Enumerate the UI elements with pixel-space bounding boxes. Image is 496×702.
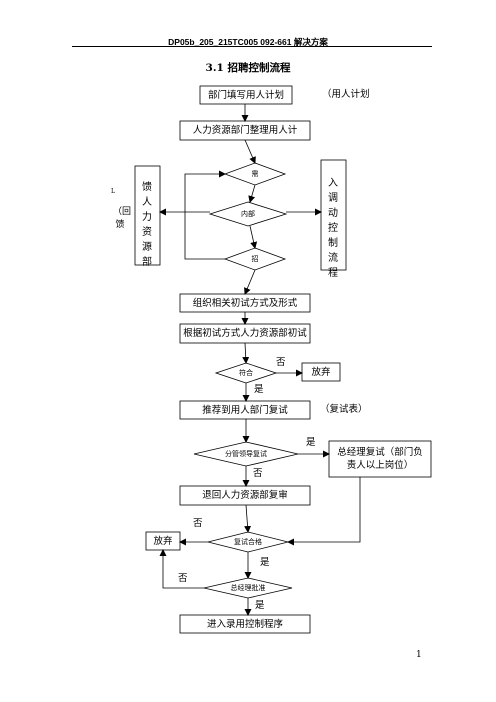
- label-yes-4: 是: [255, 600, 265, 611]
- node-hr-compile: 人力资源部门整理用人计: [192, 125, 298, 136]
- node-recruit: 招: [251, 255, 259, 263]
- node-return-hr: 退回人力资源部复审: [202, 490, 288, 501]
- annotation-plan: （用人计划: [322, 89, 370, 100]
- label-yes-3: 是: [260, 557, 270, 568]
- box-fill-plan: [199, 85, 293, 105]
- node-enter-hiring: 进入录用控制程序: [206, 618, 283, 630]
- node-external: 需: [251, 170, 259, 178]
- label-no-2: 否: [253, 468, 263, 479]
- edge-recruit-to-organize: [244, 269, 256, 295]
- node-retest-pass: 复试合格: [234, 538, 262, 546]
- node-abandon2: 放弃: [153, 535, 173, 547]
- diamond-internal: [208, 201, 288, 227]
- label-no-1: 否: [276, 357, 286, 368]
- label-yes-1: 是: [254, 384, 264, 395]
- node-qualified: 符合: [239, 369, 253, 377]
- annotation-retest: （复试表）: [320, 404, 368, 415]
- edge-internal-to-recruit: [249, 225, 258, 249]
- node-internal: 内部: [241, 210, 255, 218]
- edge-approve-to-abandon: [159, 549, 204, 589]
- node-gm-retest: 总经理复试（部门负责人以上岗位）: [337, 447, 423, 471]
- section-title: 3.1 招聘控制流程: [205, 62, 291, 74]
- edge-test-to-qualified: [242, 342, 250, 364]
- node-initial-test: 根据初试方式人力资源部初试: [183, 328, 307, 339]
- node-leader-retest: 分管领导复试: [225, 450, 267, 458]
- node-feedback: 馈人力资源部: [142, 182, 152, 268]
- box-transfer: [320, 159, 347, 271]
- label-yes-2: 是: [306, 437, 316, 448]
- edge-gm-to-retest-pass: [287, 477, 361, 546]
- edge-compile-to-need: [244, 139, 256, 164]
- box-gm-retest: [328, 440, 432, 478]
- annotation-feedback: （回馈: [113, 207, 132, 230]
- page-header: DP05b_205_215TC005 092-661 解决方案: [168, 37, 328, 47]
- node-transfer: 入调动控制流程: [328, 178, 338, 279]
- node-gm-approve: 总经理批准: [230, 584, 266, 592]
- header-rule: [72, 46, 432, 47]
- node-organize: 组织相关初试方式及形式: [192, 297, 298, 309]
- label-no-3: 否: [193, 518, 203, 529]
- box-feedback: [134, 165, 161, 266]
- annotation-side-mark: L: [111, 188, 115, 195]
- node-abandon1: 放弃: [311, 366, 331, 378]
- edge-loop-left: [184, 170, 226, 260]
- edge-need-to-internal: [248, 184, 256, 203]
- node-recommend: 推荐到用人部门复试: [202, 404, 288, 416]
- page-number: 1: [416, 650, 422, 660]
- node-fill-plan: 部门填写用人计划: [207, 89, 284, 101]
- label-no-4: 否: [178, 573, 188, 584]
- edge-return-to-pass: [244, 504, 252, 533]
